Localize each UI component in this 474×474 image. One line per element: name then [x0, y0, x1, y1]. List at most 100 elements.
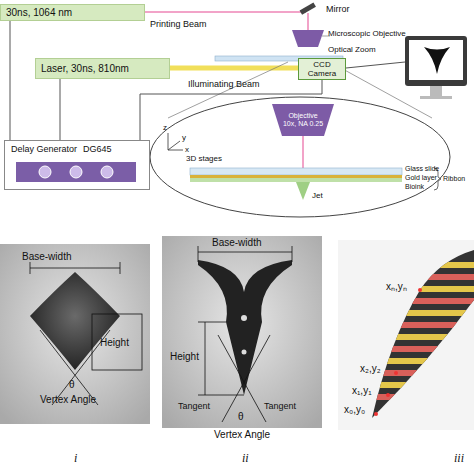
- monitor-base: [420, 96, 452, 99]
- point-marker: [394, 371, 398, 375]
- text-label: Glass slide: [405, 165, 439, 172]
- height-box: [92, 314, 142, 370]
- bioink-layer: [190, 178, 402, 182]
- panel-label: i: [74, 452, 77, 464]
- base-width-line: [30, 268, 120, 269]
- node-text: DG645: [83, 144, 112, 154]
- stripe: [338, 298, 474, 304]
- point-marker: [418, 288, 422, 292]
- jet-shape: [198, 260, 292, 395]
- glass-slide: [190, 168, 402, 175]
- tangent-line: [222, 335, 270, 422]
- inset-ellipse: [150, 97, 450, 217]
- text-label: Illuminating Beam: [188, 80, 260, 89]
- text-label: Jet: [312, 192, 323, 200]
- text-label: Tangent: [264, 402, 296, 411]
- printing-beam: [302, 136, 304, 168]
- panel-label: ii: [242, 452, 249, 464]
- gold-layer: [190, 175, 402, 178]
- height-line: [205, 322, 206, 395]
- text-label: θ: [238, 412, 244, 422]
- axis-z: [168, 133, 169, 150]
- stripe: [338, 334, 474, 340]
- node-text: Objective 10x, NA 0.25: [282, 112, 324, 128]
- axis-y: [168, 141, 180, 150]
- text-label: Printing Beam: [150, 20, 207, 29]
- computer-monitor: [405, 36, 467, 86]
- text-label: 3D stages: [186, 155, 222, 163]
- text-label: y: [182, 134, 186, 142]
- droplet-shape: [30, 272, 120, 370]
- node-text: Delay Generator: [11, 144, 77, 154]
- tick: [292, 246, 293, 262]
- text-label: Base-width: [22, 252, 71, 262]
- laser-bar: 30ns, 1064 nm: [0, 4, 145, 21]
- text-label: Vertex Angle: [40, 395, 96, 405]
- connector-wire: [10, 21, 11, 140]
- text-label: Height: [170, 352, 199, 362]
- stripe: [338, 346, 474, 352]
- text-label: Ribbon: [443, 175, 465, 182]
- text-label: xₙ,yₙ: [386, 282, 407, 292]
- text-label: Mirror: [326, 5, 350, 14]
- output-port: [101, 166, 113, 178]
- photo-i: [0, 244, 150, 424]
- tick: [120, 262, 121, 274]
- stripe: [338, 322, 474, 328]
- text-label: θ: [69, 380, 75, 390]
- stripe: [338, 310, 474, 316]
- text-label: Height: [100, 338, 129, 348]
- objective-symbol: [292, 30, 324, 47]
- highlight: [242, 350, 247, 355]
- stripe: [338, 358, 474, 364]
- text-label: Base-width: [212, 238, 261, 248]
- monitor-screen: [409, 40, 463, 80]
- axis-x: [168, 150, 183, 151]
- base-width-line: [198, 252, 292, 253]
- monitor-stand: [430, 86, 442, 96]
- text-label: Tangent: [178, 402, 210, 411]
- tangent-line: [218, 335, 266, 422]
- point-marker: [386, 393, 390, 397]
- point-marker: [374, 412, 378, 416]
- text-label: x₁,y₁: [352, 386, 372, 396]
- delay-generator-box: Delay Generator DG645: [4, 140, 150, 190]
- text-label: Bioink: [405, 183, 424, 190]
- text-label: x: [185, 146, 189, 154]
- camera-box: CCD Camera: [298, 58, 346, 80]
- node-text: Laser, 30ns, 810nm: [41, 63, 129, 74]
- stripes: [338, 262, 474, 400]
- tick: [198, 322, 226, 323]
- photo-iii: [338, 240, 474, 430]
- panel-label: iii: [454, 452, 464, 464]
- mirror-symbol: [300, 2, 316, 14]
- jet-symbol: [296, 182, 310, 200]
- cable: [346, 62, 405, 68]
- node-text: CCD Camera: [299, 60, 345, 78]
- objective-shape: [272, 104, 334, 136]
- objective-box: Objective 10x, NA 0.25: [272, 104, 334, 136]
- output-port: [39, 166, 51, 178]
- tick: [30, 262, 31, 274]
- text-label: x₀,y₀: [344, 405, 365, 415]
- text-label: Vertex Angle: [214, 430, 270, 440]
- stripe: [338, 274, 474, 280]
- highlight: [241, 315, 247, 321]
- tick: [198, 246, 199, 262]
- node-text: 30ns, 1064 nm: [6, 7, 72, 18]
- printing-beam: [307, 13, 309, 30]
- text-label: Optical Zoom: [328, 46, 376, 54]
- printing-beam: [145, 11, 306, 13]
- photo-ii: [162, 236, 322, 428]
- text-label: Gold layer: [405, 174, 437, 181]
- text-label: z: [163, 124, 167, 132]
- jet-image: [424, 47, 450, 74]
- delay-generator-panel: [16, 162, 136, 182]
- connector-wire: [60, 79, 61, 140]
- tangent-line: [40, 330, 98, 405]
- text-label: Microscopic Objective: [328, 30, 406, 38]
- stripe: [338, 370, 474, 376]
- text-label: x₂,y₂: [360, 364, 381, 374]
- output-port: [70, 166, 82, 178]
